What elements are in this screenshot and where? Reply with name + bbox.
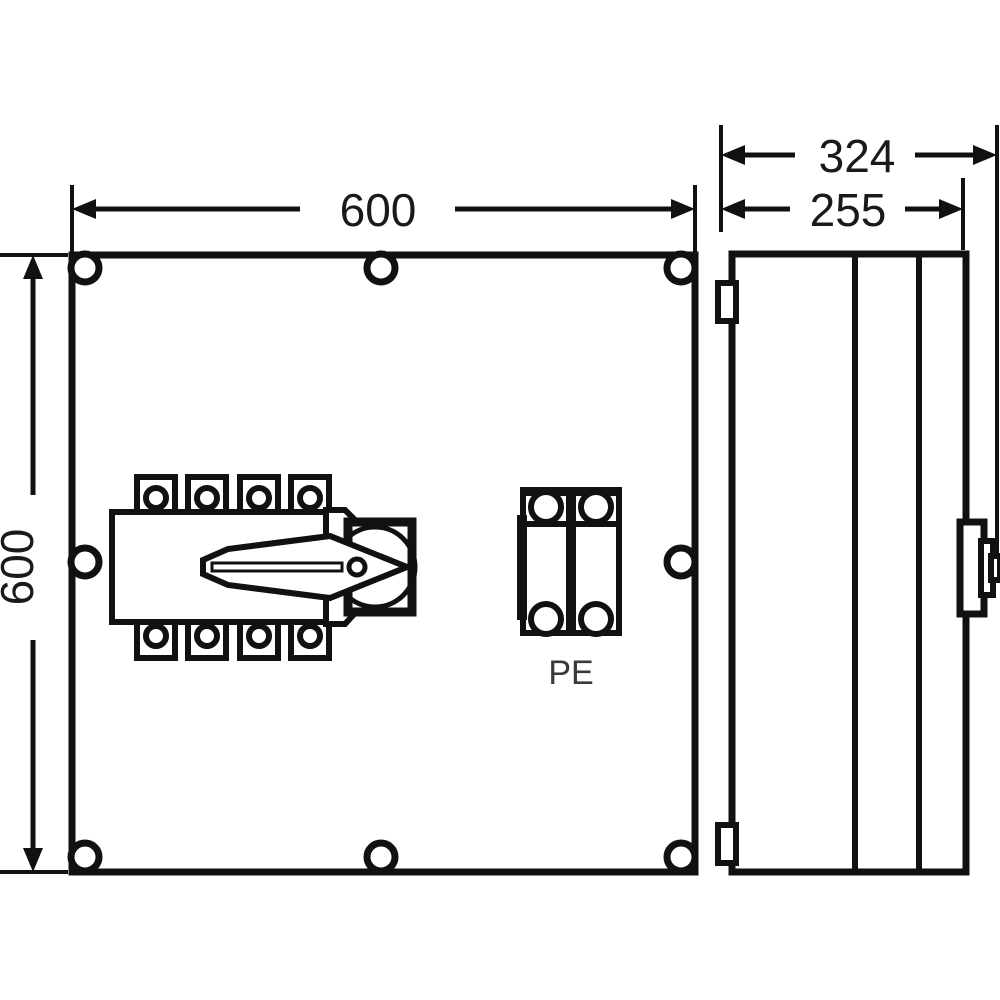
pe-terminal-left-top: [528, 489, 564, 525]
pe-terminal-right-bottom: [578, 601, 614, 637]
side-knob[interactable]: [956, 518, 1000, 618]
screw-middle-left: [67, 544, 103, 580]
screw-middle-right: [663, 544, 699, 580]
arrow-top-600h: [23, 255, 43, 279]
dimension-depth-324: 324: [719, 125, 999, 555]
screw-top-center: [363, 250, 399, 286]
dimension-label-width: 600: [340, 184, 417, 236]
arrow-left-255: [721, 199, 745, 219]
pe-label: PE: [548, 654, 593, 692]
arrow-bottom-600h: [23, 848, 43, 872]
dimension-label-depth-total: 324: [819, 130, 896, 182]
terminal-bottom-1-hole: [143, 623, 169, 649]
terminal-top-4-hole: [297, 485, 323, 511]
switch-pivot: [346, 556, 368, 578]
dimension-depth-255: 255: [721, 178, 965, 250]
pe-terminal-right-top: [578, 489, 614, 525]
terminal-bottom-3-hole: [246, 623, 272, 649]
screw-bottom-left: [67, 839, 103, 875]
terminal-top-2-hole: [194, 485, 220, 511]
screw-bottom-center: [363, 839, 399, 875]
screw-top-left: [67, 250, 103, 286]
screw-top-right: [663, 250, 699, 286]
side-view: [715, 250, 1000, 876]
front-view: PE: [67, 250, 699, 876]
dimension-label-depth-body: 255: [810, 184, 887, 236]
pe-busbar-right: [566, 515, 576, 620]
terminal-bottom-2-hole: [194, 623, 220, 649]
mounting-lug-bottom: [715, 822, 739, 866]
dimension-label-height: 600: [0, 529, 43, 606]
side-enclosure-outline: [728, 250, 970, 876]
pe-busbar-left: [517, 515, 527, 620]
dimension-width-600: 600: [70, 184, 697, 252]
load-break-switch[interactable]: [109, 474, 418, 661]
pe-terminal-left-bottom: [528, 601, 564, 637]
knob-shaft: [988, 553, 1000, 583]
mounting-lug-top: [715, 280, 739, 324]
arrow-right-324: [973, 145, 997, 165]
arrow-right-255: [939, 199, 963, 219]
arrow-left-324: [721, 145, 745, 165]
terminal-top-1-hole: [143, 485, 169, 511]
pe-terminal-block[interactable]: PE: [517, 487, 622, 692]
terminal-top-3-hole: [246, 485, 272, 511]
switch-lever-slot: [210, 561, 344, 573]
arrow-right-600w: [671, 199, 695, 219]
screw-bottom-right: [663, 839, 699, 875]
terminal-bottom-4-hole: [297, 623, 323, 649]
arrow-left-600w: [72, 199, 96, 219]
dimension-height-600: 600: [0, 253, 68, 874]
